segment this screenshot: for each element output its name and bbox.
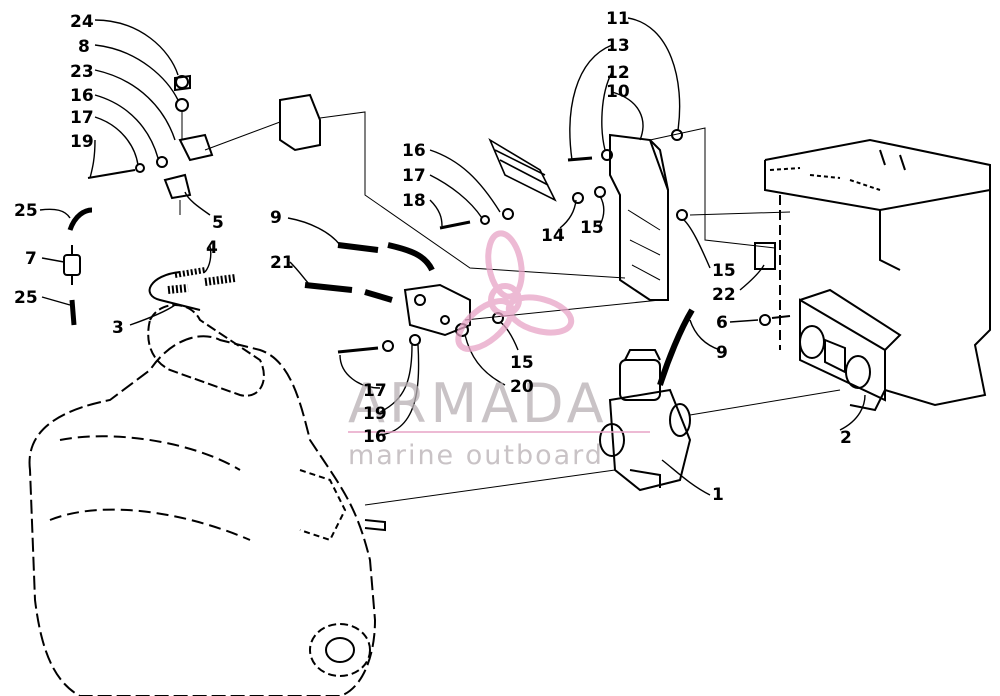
- callout-9: 9: [270, 208, 282, 228]
- callout-4: 4: [206, 238, 218, 258]
- callout-6: 6: [716, 313, 728, 333]
- callout-20: 20: [510, 377, 534, 397]
- callout-15: 15: [510, 353, 534, 373]
- callout-21: 21: [270, 253, 294, 273]
- hoses-and-fasteners: [63, 74, 791, 386]
- callout-labels: 24 8 23 16 17 19 25 5 7 4 25 3 9 21 16 1…: [14, 9, 852, 505]
- callout-17: 17: [402, 166, 426, 186]
- callout-16: 16: [363, 427, 387, 447]
- callout-8: 8: [78, 37, 90, 57]
- watermark-title: ARMADA: [348, 372, 608, 435]
- propeller-logo-icon: [455, 230, 575, 352]
- callout-14: 14: [541, 226, 565, 246]
- watermark-subtitle: marine outboard: [348, 440, 604, 471]
- callout-11: 11: [606, 9, 630, 29]
- callout-16: 16: [70, 86, 94, 106]
- callout-22: 22: [712, 285, 736, 305]
- callout-1: 1: [712, 485, 724, 505]
- callout-19: 19: [363, 404, 387, 424]
- callout-18: 18: [402, 191, 426, 211]
- bracket-plate: [609, 133, 669, 301]
- callout-15: 15: [712, 261, 736, 281]
- fuel-pump: [403, 283, 471, 337]
- callout-24: 24: [70, 12, 94, 32]
- callout-25: 25: [14, 201, 38, 221]
- callout-5: 5: [212, 213, 224, 233]
- wiring-harness: [488, 138, 557, 202]
- callout-2: 2: [840, 428, 852, 448]
- air-silencer-box: [764, 138, 991, 412]
- callout-19: 19: [70, 132, 94, 152]
- callout-17: 17: [70, 108, 94, 128]
- callout-17: 17: [363, 381, 387, 401]
- connector-block: [163, 93, 321, 200]
- callout-7: 7: [25, 249, 37, 269]
- carburetor: [599, 349, 692, 492]
- callout-9: 9: [716, 343, 728, 363]
- callout-23: 23: [70, 62, 94, 82]
- callout-16: 16: [402, 141, 426, 161]
- armada-watermark: ARMADA marine outboard: [348, 230, 650, 471]
- callout-3: 3: [112, 318, 124, 338]
- callout-15: 15: [580, 218, 604, 238]
- leader-lines: [39, 17, 866, 496]
- callout-10: 10: [606, 82, 630, 102]
- callout-13: 13: [606, 36, 630, 56]
- callout-25: 25: [14, 288, 38, 308]
- engine-block: [28, 304, 386, 696]
- callout-12: 12: [606, 63, 630, 83]
